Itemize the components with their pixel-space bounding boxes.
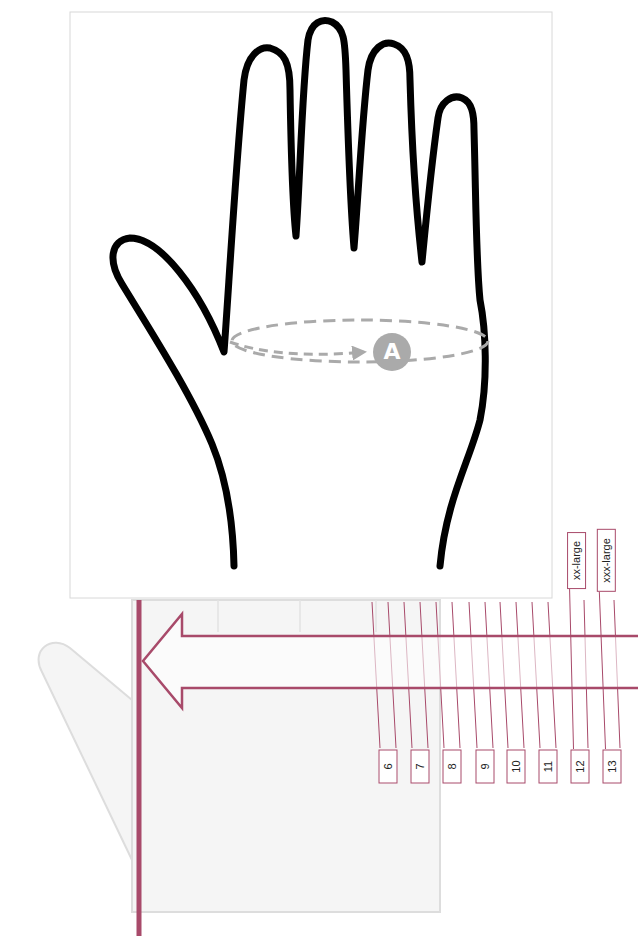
size-number-box: 10	[507, 749, 526, 783]
size-label: 8	[447, 758, 458, 774]
size-number-box: 8	[443, 749, 462, 783]
size-label: xxx-large	[600, 538, 611, 583]
size-label: 7	[415, 758, 426, 774]
measure-arrow	[230, 342, 364, 354]
size-number-box: 13	[603, 749, 622, 783]
size-arrow	[143, 614, 638, 708]
size-label: 10	[511, 758, 522, 774]
size-number-box: 11	[539, 749, 558, 783]
size-number-box: 12	[571, 749, 590, 783]
size-label: 13	[607, 758, 618, 774]
measure-line	[137, 600, 142, 936]
size-leader	[599, 591, 605, 749]
size-label: xx-large	[571, 540, 582, 579]
size-box: xxx-large	[596, 529, 615, 592]
size-label: 11	[543, 758, 554, 774]
size-label: 12	[575, 758, 586, 774]
size-box: xx-large	[567, 531, 586, 588]
callout-letter: A	[373, 333, 411, 371]
hand-outline	[113, 21, 485, 566]
size-number-box: 6	[379, 749, 398, 783]
size-number-box: 9	[476, 749, 495, 783]
hand-panel	[70, 12, 552, 598]
callout-circle: A	[373, 333, 411, 371]
size-label: 9	[480, 758, 491, 774]
size-number-box: 7	[411, 749, 430, 783]
finger-seams	[218, 600, 376, 632]
size-leader	[570, 589, 574, 749]
measure-loop	[232, 320, 488, 362]
size-label: 6	[383, 758, 394, 774]
